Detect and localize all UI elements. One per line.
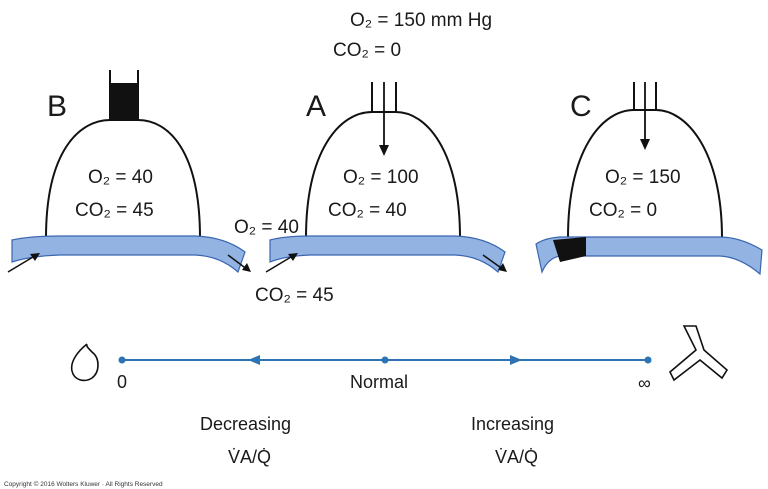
airway-obstruction <box>110 83 138 120</box>
open-airway-icon <box>669 325 729 382</box>
alveolus-c <box>567 82 723 239</box>
inspiration-arrow-c <box>640 82 650 150</box>
unit-c-letter: C <box>570 90 592 123</box>
unit-b-co2: CO₂ = 45 <box>75 200 154 221</box>
decreasing-arrow <box>248 355 260 365</box>
blood-in-co2: CO₂ = 45 <box>255 285 334 306</box>
unit-a-o2: O₂ = 100 <box>343 167 419 188</box>
blood-in-o2: O₂ = 40 <box>234 217 299 238</box>
capillary-b <box>11 235 246 274</box>
copyright-notice: Copyright © 2016 Wolters Kluwer · All Ri… <box>4 480 163 488</box>
alveolus-b <box>45 70 201 239</box>
capillary-a <box>269 235 506 274</box>
unit-a-co2: CO₂ = 40 <box>328 200 407 221</box>
blood-flow-arrow-b-in <box>7 253 40 273</box>
blood-flow-arrow-b-out <box>227 254 251 272</box>
blocked-airway-icon <box>70 343 99 382</box>
inspired-o2-label: O₂ = 150 mm Hg <box>350 10 492 31</box>
unit-c-co2: CO₂ = 0 <box>589 200 657 221</box>
increasing-ratio-label: V̇A/Q̇ <box>495 447 538 467</box>
scale-zero-label: 0 <box>117 372 127 392</box>
inspiration-arrow-a <box>379 82 389 156</box>
blood-flow-arrow-a-out <box>482 254 507 272</box>
unit-a-letter: A <box>306 90 326 123</box>
capillary-obstruction <box>553 237 586 262</box>
alveolus-a <box>305 82 461 239</box>
inspired-co2-label: CO₂ = 0 <box>333 40 401 61</box>
scale-normal-label: Normal <box>350 372 408 392</box>
unit-b-letter: B <box>47 90 67 123</box>
increasing-label: Increasing <box>471 414 554 434</box>
unit-c-o2: O₂ = 150 <box>605 167 681 188</box>
increasing-arrow <box>510 355 522 365</box>
vq-scale <box>118 355 652 365</box>
decreasing-ratio-label: V̇A/Q̇ <box>228 447 271 467</box>
blood-flow-arrow-a-in <box>265 253 298 273</box>
unit-b-o2: O₂ = 40 <box>88 167 153 188</box>
capillary-c <box>535 236 763 276</box>
decreasing-label: Decreasing <box>200 414 291 434</box>
scale-infinity-label: ∞ <box>638 373 651 393</box>
